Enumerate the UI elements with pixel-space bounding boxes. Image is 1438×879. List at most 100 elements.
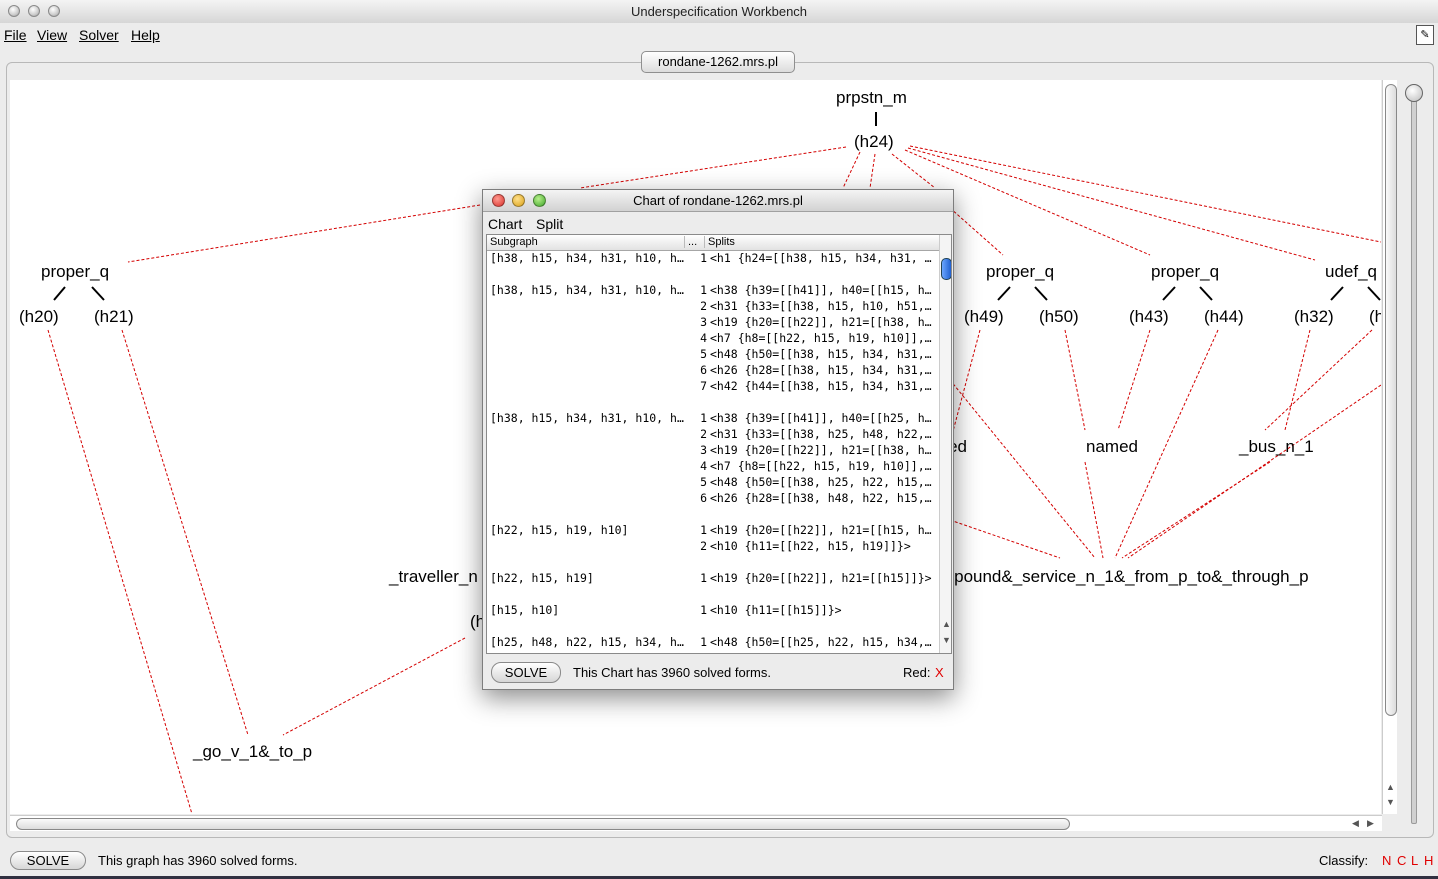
close-dialog-button[interactable] (492, 194, 505, 207)
graph-node-h49[interactable]: (h49) (964, 307, 1004, 326)
dominance-edge (869, 153, 876, 189)
graph-edges (47, 112, 1381, 814)
canvas-horizontal-scrollbar[interactable]: ◀ ▶ (10, 815, 1382, 831)
dominance-edge (907, 147, 1316, 261)
subgraph-cell: [h15, h10] (490, 603, 560, 617)
subgraph-cell: [h22, h15, h19] (490, 571, 594, 585)
status-bar: SOLVE This graph has 3960 solved forms. … (0, 846, 1438, 876)
classify-flag-c[interactable]: C (1397, 853, 1407, 868)
graph-node-proper-q[interactable]: proper_q (986, 262, 1055, 281)
column-header-dots[interactable]: ... (684, 236, 697, 248)
chart-scroll-thumb[interactable] (941, 258, 951, 280)
tree-edge (1367, 286, 1381, 301)
window-title: Underspecification Workbench (630, 4, 808, 19)
graph-node-prpstn-m[interactable]: prpstn_m (836, 88, 907, 107)
split-cell: <h31 {h33=[[h38, h15, h10, h51, h... (710, 299, 938, 313)
zoom-window-button[interactable] (48, 5, 60, 17)
chart-menu-split[interactable]: Split (536, 216, 564, 232)
dominance-edge (1084, 461, 1104, 559)
menubar: File View Solver Help (0, 23, 1438, 47)
toolbar-icon[interactable]: ✎ (1416, 25, 1434, 45)
red-label: Red: (903, 665, 931, 680)
graph-node-h24[interactable]: (h24) (854, 132, 894, 151)
graph-node-h20[interactable]: (h20) (19, 307, 59, 326)
tree-edge (91, 286, 105, 301)
column-header-subgraph[interactable]: Subgraph (490, 236, 538, 248)
classify-label: Classify: (1319, 853, 1369, 868)
zoom-slider-knob[interactable] (1405, 84, 1423, 102)
scroll-right-arrow-icon[interactable]: ▶ (1367, 818, 1374, 828)
split-cell: <h19 {h20=[[h22]], h21=[[h38, h15... (710, 315, 938, 329)
dominance-edge (909, 145, 1381, 243)
minimize-window-button[interactable] (28, 5, 40, 17)
dominance-edge (949, 207, 1004, 256)
zoom-slider-track[interactable] (1411, 92, 1417, 824)
menu-view[interactable]: View (37, 27, 68, 43)
menu-solver[interactable]: Solver (79, 27, 119, 43)
split-cell: <h48 {h50=[[h25, h22, h15, h34, h... (710, 635, 938, 649)
split-index-cell: 1 (700, 283, 707, 297)
menu-help[interactable]: Help (131, 27, 160, 43)
split-cell: <h19 {h20=[[h22]], h21=[[h15, h10... (710, 523, 938, 537)
classify-flag-n[interactable]: N (1382, 853, 1392, 868)
chart-dialog-titlebar: Chart of rondane-1262.mrs.pl (483, 190, 953, 212)
scroll-down-arrow-icon[interactable]: ▼ (942, 635, 951, 645)
graph-node-h43[interactable]: (h43) (1129, 307, 1169, 326)
chart-menu-chart[interactable]: Chart (488, 216, 523, 232)
scroll-down-arrow-icon[interactable]: ▼ (1386, 797, 1395, 807)
scroll-up-arrow-icon[interactable]: ▲ (1386, 782, 1395, 792)
graph-node-go-v-1[interactable]: _go_v_1&_to_p (193, 742, 313, 761)
scroll-left-arrow-icon[interactable]: ◀ (1352, 818, 1359, 828)
split-cell: <h19 {h20=[[h22]], h21=[[h38, h25... (710, 443, 938, 457)
chart-dialog: Chart of rondane-1262.mrs.pl Chart Split… (482, 189, 954, 690)
subgraph-cell: [h38, h15, h34, h31, h10, h51... (490, 411, 690, 425)
graph-node-traveller-n[interactable]: _traveller_n (389, 567, 478, 586)
dominance-edge (1114, 329, 1219, 559)
split-cell: <h48 {h50=[[h38, h15, h34, h31, h... (710, 347, 938, 361)
split-index-cell: 3 (700, 443, 707, 457)
horizontal-scroll-thumb[interactable] (16, 818, 1070, 830)
chart-solve-button[interactable]: SOLVE (491, 662, 561, 683)
split-cell: <h48 {h50=[[h38, h25, h22, h15, h... (710, 475, 938, 489)
graph-node-h50[interactable]: (h50) (1039, 307, 1079, 326)
graph-node-h-partial[interactable]: (h (1369, 307, 1381, 326)
graph-node-h21[interactable]: (h21) (94, 307, 134, 326)
zoom-dialog-button[interactable] (533, 194, 546, 207)
graph-node-proper-q[interactable]: proper_q (41, 262, 110, 281)
split-cell: <h7 {h8=[[h22, h15, h19, h10]], h9... (710, 459, 938, 473)
canvas-vertical-scrollbar[interactable]: ▲ ▼ (1382, 80, 1397, 814)
close-window-button[interactable] (8, 5, 20, 17)
graph-node-udef-q[interactable]: udef_q (1325, 262, 1377, 281)
split-index-cell: 2 (700, 427, 707, 441)
column-header-splits[interactable]: Splits (704, 236, 735, 248)
tab-document[interactable]: rondane-1262.mrs.pl (641, 51, 795, 73)
tree-edge (1034, 286, 1048, 301)
scroll-up-arrow-icon[interactable]: ▲ (942, 619, 951, 629)
graph-node-h44[interactable]: (h44) (1204, 307, 1244, 326)
vertical-scroll-thumb[interactable] (1385, 84, 1397, 716)
graph-node-h32[interactable]: (h32) (1294, 307, 1334, 326)
graph-node-h-traveller[interactable]: (h (470, 612, 486, 631)
graph-node-proper-q[interactable]: proper_q (1151, 262, 1220, 281)
dominance-edge (47, 329, 193, 814)
dominance-edge (891, 153, 936, 189)
menu-file[interactable]: File (4, 27, 27, 43)
solve-button[interactable]: SOLVE (10, 851, 86, 870)
red-value[interactable]: X (935, 665, 944, 680)
window-bottom-edge (0, 876, 1438, 879)
chart-dialog-title: Chart of rondane-1262.mrs.pl (633, 193, 803, 208)
subgraph-cell: [h25, h48, h22, h15, h34, h26... (490, 635, 690, 649)
split-cell: <h10 {h11=[[h22, h15, h19]]}> (710, 539, 911, 553)
minimize-dialog-button[interactable] (512, 194, 525, 207)
dominance-edge (1064, 329, 1086, 431)
graph-node-named[interactable]: named (1086, 437, 1138, 456)
dominance-edge (904, 149, 1151, 256)
chart-table: Subgraph ... Splits [h38, h15, h34, h31,… (486, 234, 952, 654)
dominance-edge (949, 379, 1096, 559)
graph-node-bus-n-1[interactable]: _bus_n_1 (1239, 437, 1314, 456)
classify-flag-l[interactable]: L (1411, 853, 1419, 868)
graph-node-compound[interactable]: compound&_service_n_1&_from_p_to&_throug… (922, 567, 1309, 586)
chart-table-scrollbar[interactable]: ▲ ▼ (939, 235, 951, 653)
classify-flag-h[interactable]: H (1424, 853, 1434, 868)
dominance-edge (1127, 384, 1381, 559)
